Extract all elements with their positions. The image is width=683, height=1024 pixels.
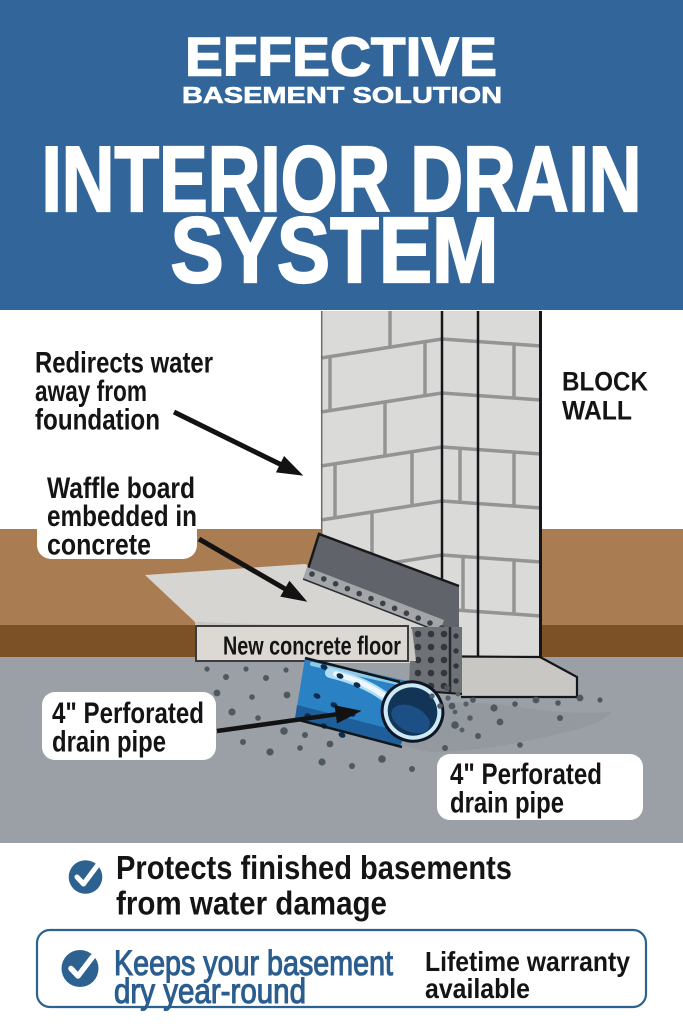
svg-text:BLOCK: BLOCK	[562, 367, 648, 397]
svg-text:BASEMENT SOLUTION: BASEMENT SOLUTION	[182, 82, 502, 108]
svg-text:New concrete floor: New concrete floor	[223, 631, 401, 661]
svg-text:from water damage: from water damage	[116, 886, 387, 923]
svg-text:WALL: WALL	[562, 396, 632, 426]
svg-text:EFFECTIVE: EFFECTIVE	[185, 26, 497, 88]
svg-text:away from: away from	[35, 375, 147, 408]
svg-text:drain pipe: drain pipe	[450, 787, 564, 820]
svg-text:Redirects water: Redirects water	[35, 347, 213, 380]
svg-text:SYSTEM: SYSTEM	[171, 198, 499, 302]
svg-text:Lifetime warranty: Lifetime warranty	[425, 946, 631, 977]
svg-text:Waffle board: Waffle board	[47, 472, 195, 505]
svg-text:embedded in: embedded in	[47, 500, 197, 533]
svg-text:Keeps your basement: Keeps your basement	[114, 944, 393, 983]
svg-text:4" Perforated: 4" Perforated	[52, 697, 204, 730]
svg-text:dry year-round: dry year-round	[114, 972, 306, 1011]
svg-text:Protects finished basements: Protects finished basements	[116, 850, 512, 887]
svg-text:foundation: foundation	[35, 404, 160, 437]
svg-text:4" Perforated: 4" Perforated	[450, 758, 602, 791]
svg-text:INTERIOR DRAIN: INTERIOR DRAIN	[42, 127, 642, 231]
svg-text:concrete: concrete	[47, 529, 151, 562]
svg-text:available: available	[425, 973, 530, 1004]
svg-text:drain pipe: drain pipe	[52, 726, 166, 759]
